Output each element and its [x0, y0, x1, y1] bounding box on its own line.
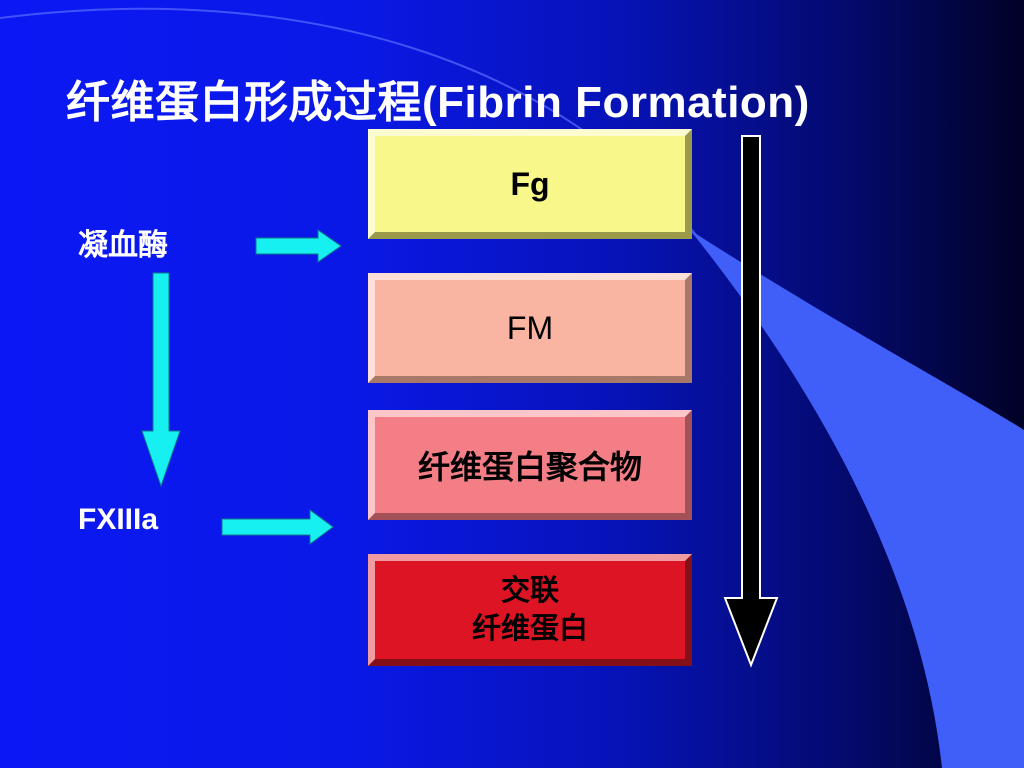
crosslinked-line1-label: 交联 — [500, 575, 559, 607]
thrombin-to-fxiiia-arrow — [141, 272, 181, 488]
fibrin-monomer-box: FM — [368, 273, 692, 383]
slide-title: 纤维蛋白形成过程(Fibrin Formation) — [66, 78, 810, 127]
fxiiia-label: FXIIIa — [78, 503, 159, 536]
process-direction-arrow — [723, 135, 779, 668]
crosslinked-line2-label: 纤维蛋白 — [471, 613, 588, 645]
thrombin-to-fg-arrow — [255, 229, 342, 263]
crosslinked-fibrin-box: 交联 纤维蛋白 — [368, 554, 692, 666]
fibrinogen-box: Fg — [368, 129, 692, 239]
thrombin-label: 凝血酶 — [78, 229, 168, 262]
fibrin-polymer-label: 纤维蛋白聚合物 — [417, 449, 642, 485]
fibrin-polymer-box: 纤维蛋白聚合物 — [368, 410, 692, 520]
fxiiia-to-crosslink-arrow — [221, 509, 334, 545]
fibrinogen-label: Fg — [510, 165, 550, 202]
background-swoosh-band — [690, 230, 1024, 768]
fibrin-monomer-label: FM — [506, 309, 554, 346]
